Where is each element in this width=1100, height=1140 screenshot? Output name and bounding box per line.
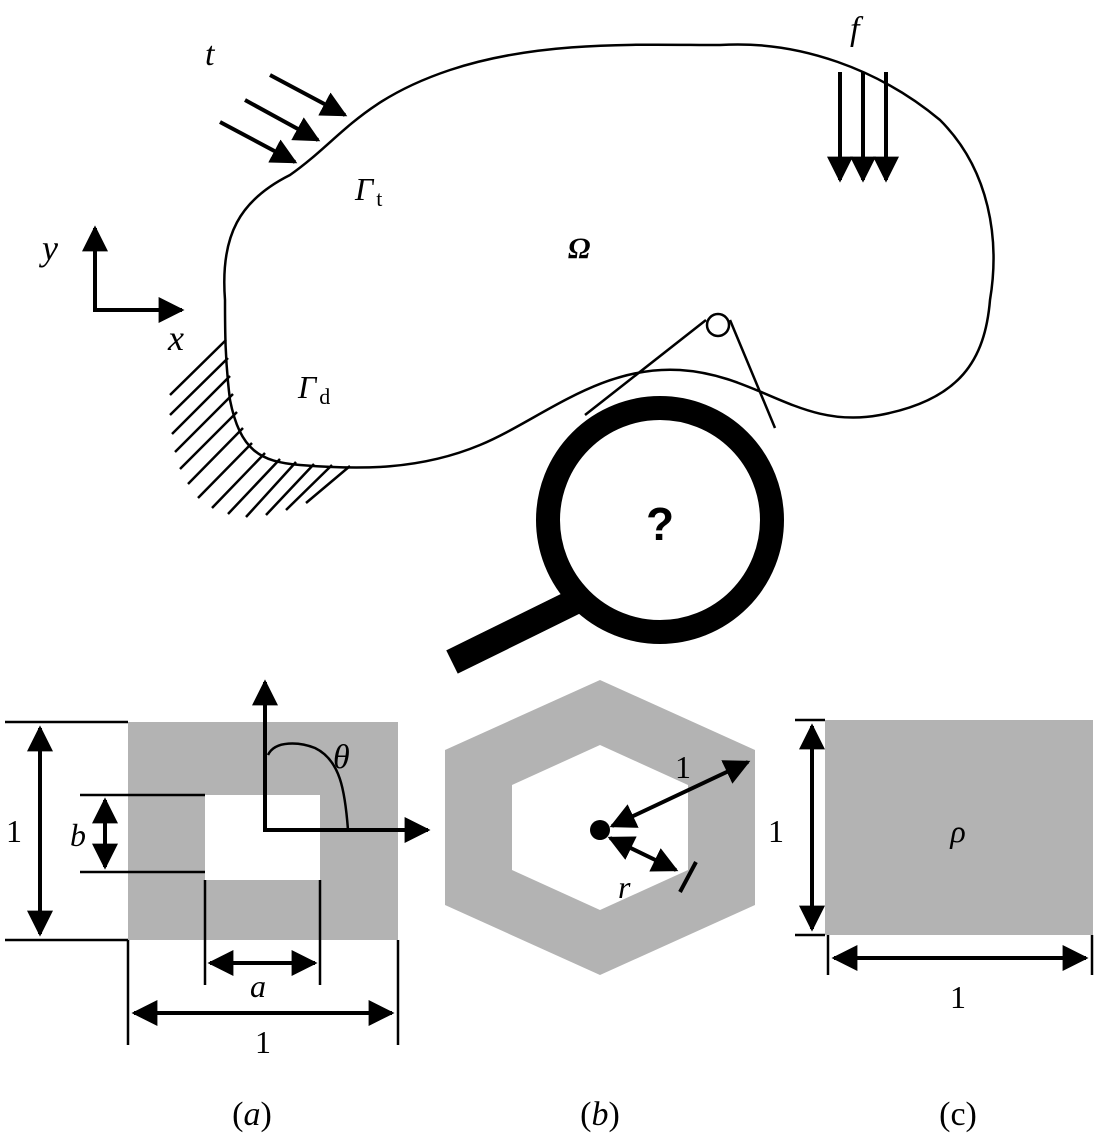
support-hatching: [169, 339, 351, 518]
domain-label: Ω: [568, 232, 590, 265]
height-label: 1: [6, 813, 22, 849]
c-height-label: 1: [768, 813, 784, 849]
panel-b: 1 r (b): [445, 680, 755, 1133]
solid-cell: [825, 720, 1093, 935]
traction-label: t: [205, 36, 216, 73]
width-label: 1: [255, 1024, 271, 1060]
body-force-arrows: [827, 72, 899, 183]
coordinate-axes: y x: [39, 225, 185, 358]
a-label: a: [250, 968, 266, 1004]
inner-radius-tick: [678, 861, 698, 893]
theta-label: θ: [333, 739, 350, 776]
panel-a: 1 b a 1 θ (a): [5, 679, 431, 1133]
zoom-line-right: [728, 319, 777, 429]
outer-radius-label: 1: [675, 749, 691, 785]
panel-c: ρ 1 1 (c): [768, 718, 1094, 1133]
magnifier-handle: [446, 588, 584, 674]
caption-b: (b): [580, 1096, 620, 1133]
inner-radius-arrow: [607, 836, 679, 872]
domain-boundary: [223, 43, 995, 469]
traction-arrow: [244, 98, 321, 142]
caption-a: (a): [232, 1096, 272, 1133]
unknown-mark: ?: [646, 498, 674, 550]
magnifier: ?: [446, 312, 784, 674]
body-force-label: f: [850, 11, 864, 48]
hexagon-center: [590, 820, 610, 840]
density-label: ρ: [949, 813, 965, 849]
caption-c: (c): [939, 1096, 977, 1133]
x-axis-label: x: [167, 318, 184, 358]
theta-curve: [266, 742, 350, 831]
c-width-label: 1: [950, 979, 966, 1015]
traction-arrow: [269, 73, 348, 117]
hexagon-cell-frame: [445, 680, 755, 975]
zoom-point: [705, 312, 731, 338]
square-cell-frame: [128, 722, 398, 940]
magnifier-lens: [536, 396, 784, 644]
b-label: b: [70, 817, 86, 853]
y-axis-label: y: [39, 228, 58, 268]
traction-arrows: [219, 73, 348, 164]
traction-arrow: [219, 120, 298, 164]
zoom-line-left: [584, 319, 707, 416]
inner-radius-label: r: [618, 869, 631, 905]
outer-radius-arrow: [609, 760, 751, 828]
